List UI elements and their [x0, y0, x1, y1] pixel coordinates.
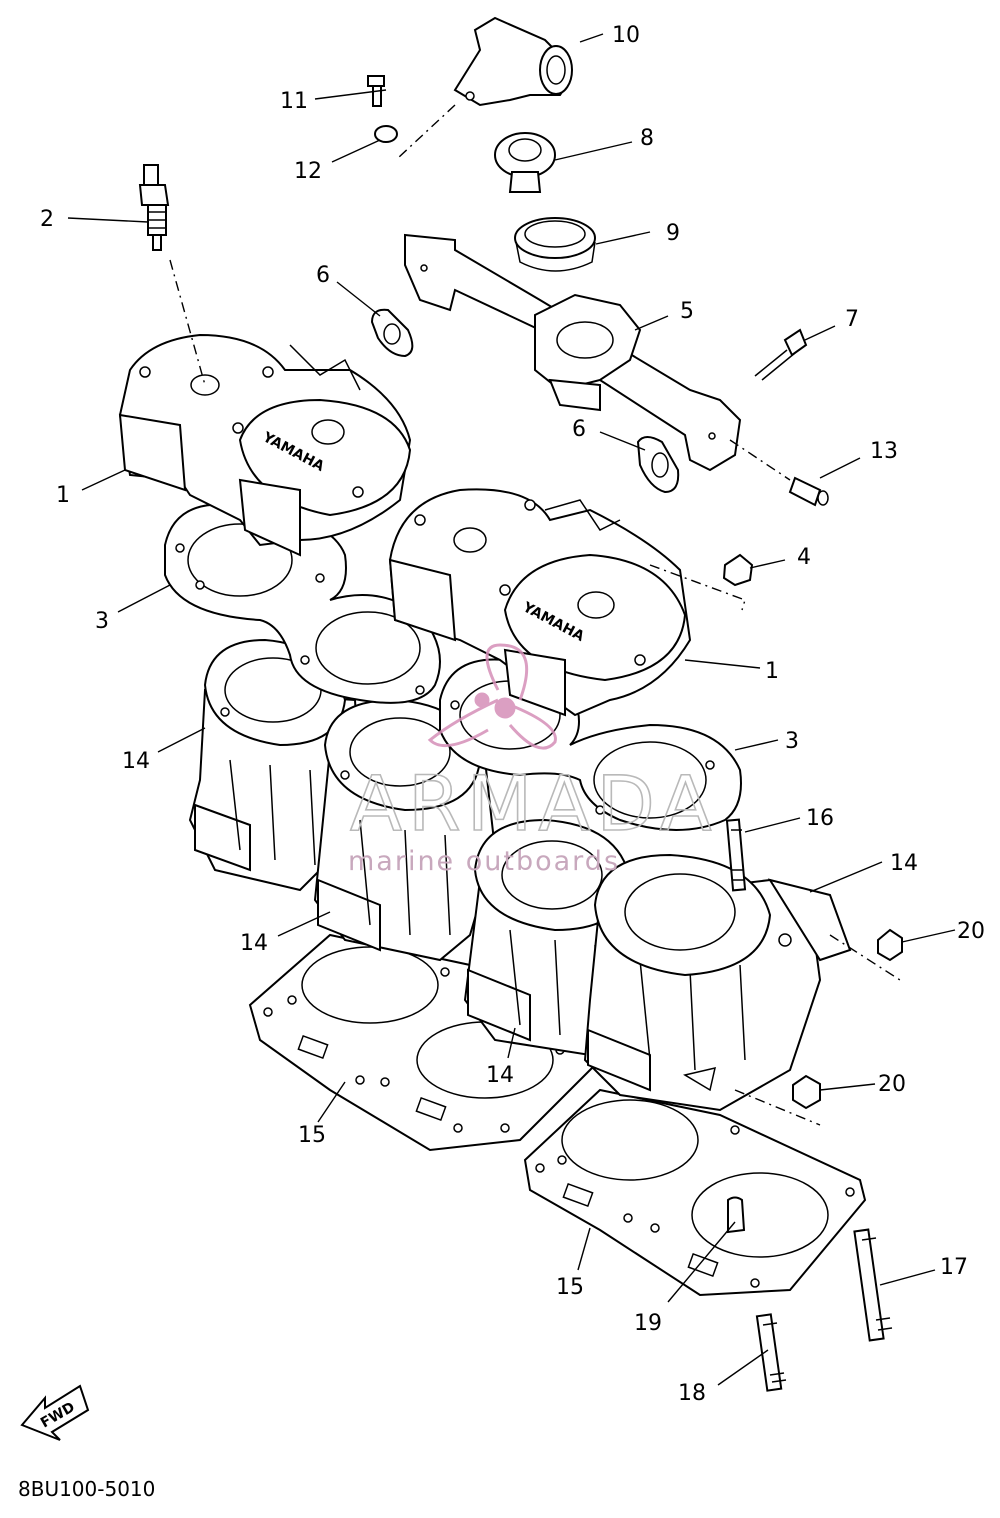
thermostat: [494, 132, 556, 193]
bolt-11: [367, 75, 385, 107]
stud-18: [755, 1313, 787, 1392]
bolt-7: [754, 328, 808, 381]
nut-20-lower: [792, 1074, 821, 1110]
fwd-arrow-icon: FWD: [20, 1384, 90, 1441]
dowel-19: [727, 1196, 746, 1234]
centerline-nut-20-lower: [734, 1089, 821, 1126]
callout-1-right: 1: [765, 659, 779, 684]
callout-3-right: 3: [785, 729, 799, 754]
callout-20-lower: 20: [878, 1072, 906, 1097]
callout-13: 13: [870, 439, 898, 464]
watermark-logo-icon: [427, 643, 557, 750]
watermark-brand: ARMADA: [350, 759, 718, 848]
callout-2: 2: [40, 207, 54, 232]
callout-10: 10: [612, 23, 640, 48]
callout-9: 9: [666, 221, 680, 246]
callout-14-a: 14: [122, 749, 150, 774]
cylinder-head-right: YAMAHA: [388, 488, 692, 717]
base-gasket-right: [523, 1088, 867, 1297]
callout-17: 17: [940, 1255, 968, 1280]
gasket-6-upper: [370, 308, 414, 358]
callout-19: 19: [634, 1311, 662, 1336]
diagram-code: 8BU100-5010: [18, 1477, 155, 1501]
cylinder-head-left: YAMAHA: [118, 333, 412, 557]
stud-17: [853, 1228, 893, 1342]
water-pipe-assembly: [404, 233, 742, 472]
callout-3-left: 3: [95, 609, 109, 634]
centerline-cover: [397, 104, 456, 159]
callout-8: 8: [640, 126, 654, 151]
callout-16: 16: [806, 806, 834, 831]
callout-7: 7: [845, 307, 859, 332]
callout-12: 12: [294, 159, 322, 184]
callout-6-upper: 6: [316, 263, 330, 288]
callout-14-b: 14: [890, 851, 918, 876]
callout-5: 5: [680, 299, 694, 324]
callout-11: 11: [280, 89, 308, 114]
washer-12: [374, 125, 398, 143]
watermark: ARMADA marine outboards: [348, 643, 718, 877]
callout-6-lower: 6: [572, 417, 586, 442]
callout-18: 18: [678, 1381, 706, 1406]
thermostat-cover: [453, 16, 573, 107]
callout-15-left: 15: [298, 1123, 326, 1148]
cylinder-right-front: [583, 853, 852, 1112]
nut-20-upper: [877, 928, 903, 962]
stud-16: [725, 818, 747, 892]
callout-15-right: 15: [556, 1275, 584, 1300]
callout-1-left: 1: [56, 483, 70, 508]
head-gasket-left: [164, 503, 441, 704]
callout-4: 4: [797, 545, 811, 570]
cylinder-left-rear: [188, 638, 362, 892]
bolt-13: [788, 476, 829, 507]
callout-20-upper: 20: [957, 919, 985, 944]
leader-lines: [67, 33, 956, 1386]
centerline-bolt-13: [729, 439, 791, 481]
watermark-tagline: marine outboards: [348, 846, 620, 877]
thermostat-seal: [514, 217, 596, 272]
nut-4: [722, 553, 754, 587]
callout-14-d: 14: [486, 1063, 514, 1088]
callout-14-c: 14: [240, 931, 268, 956]
callout-numbers: 10 11 12 8 2 9 6 5 7 6 13 1 4 3 1 3 14 1…: [40, 23, 985, 1406]
spark-plug: [138, 164, 170, 251]
centerline-nut-20-upper: [829, 934, 901, 981]
gasket-6-lower: [636, 436, 680, 494]
